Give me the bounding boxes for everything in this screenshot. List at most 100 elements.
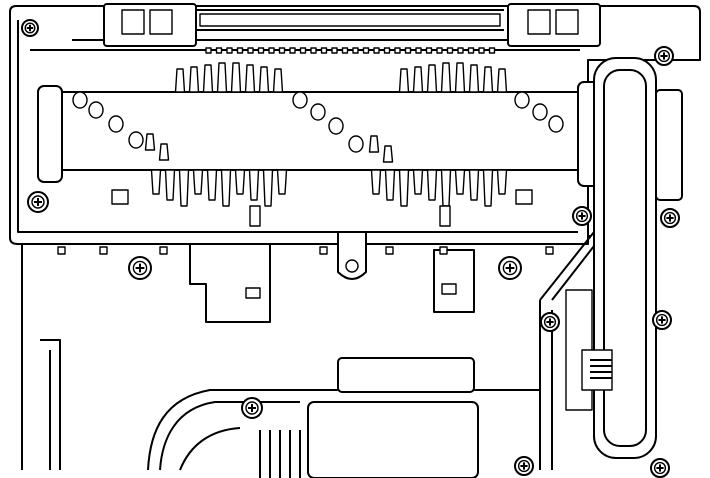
frame-square-marks — [57, 246, 554, 255]
bristle-tuft — [216, 62, 228, 93]
vent-slot — [320, 47, 328, 54]
bristle-tuft — [248, 169, 260, 201]
bristle-tuft — [468, 64, 480, 93]
bristle-tuft — [412, 66, 424, 93]
bristle-tuft — [158, 143, 170, 161]
vent-slot — [299, 47, 307, 54]
helix-bristle — [292, 91, 308, 109]
vent-slot — [268, 47, 275, 54]
bristle-tuft — [496, 169, 508, 195]
vent-slot — [488, 47, 496, 54]
bristle-tuft — [482, 66, 494, 93]
vent-slot — [236, 47, 244, 54]
drive-belt-assembly — [539, 57, 683, 470]
bristle-tuft — [382, 145, 394, 163]
helix-bristle — [310, 103, 326, 121]
bristle-tuft — [262, 169, 274, 207]
vent-slot — [446, 47, 454, 54]
bristle-tuft — [454, 62, 466, 93]
bristle-tuft — [192, 169, 204, 195]
square-mark — [57, 246, 66, 255]
bristle-tuft — [454, 169, 466, 195]
vent-slot — [331, 47, 338, 54]
square-mark — [385, 246, 394, 255]
vent-slot — [226, 47, 233, 54]
helix-bristle — [128, 131, 144, 149]
bristle-tuft — [468, 169, 480, 201]
vent-slot — [457, 47, 464, 54]
bristle-tuft — [272, 68, 284, 93]
screw-cross — [658, 316, 666, 324]
bristle-tuft — [188, 66, 200, 93]
motor-block — [259, 357, 479, 478]
bristle-tuft — [164, 169, 176, 201]
screw-cross — [656, 464, 664, 472]
screw-cross — [520, 462, 528, 470]
screw-cross — [546, 318, 554, 326]
screw-cross — [26, 24, 34, 32]
bristle-tuft — [440, 62, 452, 93]
bristle-tuft — [412, 169, 424, 195]
vent-slot — [215, 47, 223, 54]
vent-slot — [257, 47, 265, 54]
screw-cross — [578, 212, 586, 220]
bristle-tuft — [482, 169, 494, 207]
bristle-tuft — [258, 66, 270, 93]
square-mark — [99, 246, 108, 255]
square-mark — [545, 246, 554, 255]
bristle-tuft — [440, 169, 452, 207]
vent-slot — [310, 47, 317, 54]
helix-bristle — [88, 101, 104, 119]
vent-slot — [467, 47, 475, 54]
screw-cross — [666, 214, 674, 222]
bristle-tuft — [144, 133, 156, 151]
vent-slot — [373, 47, 380, 54]
bristle-tuft — [230, 62, 242, 93]
helix-bristle — [328, 117, 344, 135]
helix-bristle — [348, 135, 364, 153]
bristle-tuft — [234, 169, 246, 195]
screw-cross — [34, 198, 42, 206]
bristle-tuft — [202, 64, 214, 93]
vent-slot — [404, 47, 412, 54]
screw-cross — [505, 263, 515, 273]
screws — [21, 19, 680, 478]
bristle-tuft — [496, 68, 508, 93]
center-bracket — [111, 189, 533, 323]
screw-cross — [248, 404, 256, 412]
brush-bristle-tufts — [72, 62, 564, 207]
helix-bristle — [108, 115, 124, 133]
helix-bristle — [548, 115, 564, 133]
vent-slot — [425, 47, 433, 54]
bristle-tuft — [174, 68, 186, 93]
helix-bristle — [72, 91, 88, 109]
vent-slot — [205, 47, 212, 54]
vent-slot — [394, 47, 401, 54]
bristle-tuft — [426, 169, 438, 201]
bristle-tuft — [398, 68, 410, 93]
right-hinge-block — [507, 3, 601, 47]
top-vent-slots — [205, 47, 496, 54]
vent-slot — [436, 47, 443, 54]
bristle-tuft — [244, 64, 256, 93]
bristle-tuft — [206, 169, 218, 201]
square-mark — [319, 246, 328, 255]
screw-cross — [135, 263, 145, 273]
bristle-tuft — [384, 169, 396, 201]
screw-cross — [660, 52, 668, 60]
vent-slot — [341, 47, 349, 54]
vent-slot — [362, 47, 370, 54]
bristle-tuft — [276, 169, 288, 195]
vent-slot — [478, 47, 485, 54]
vent-slot — [278, 47, 286, 54]
bristle-tuft — [150, 169, 162, 195]
bristle-tuft — [178, 169, 190, 207]
square-mark — [439, 246, 448, 255]
left-hinge-block — [103, 3, 504, 47]
vent-slot — [383, 47, 391, 54]
vent-slot — [415, 47, 422, 54]
vent-slot — [289, 47, 296, 54]
vent-slot — [352, 47, 359, 54]
